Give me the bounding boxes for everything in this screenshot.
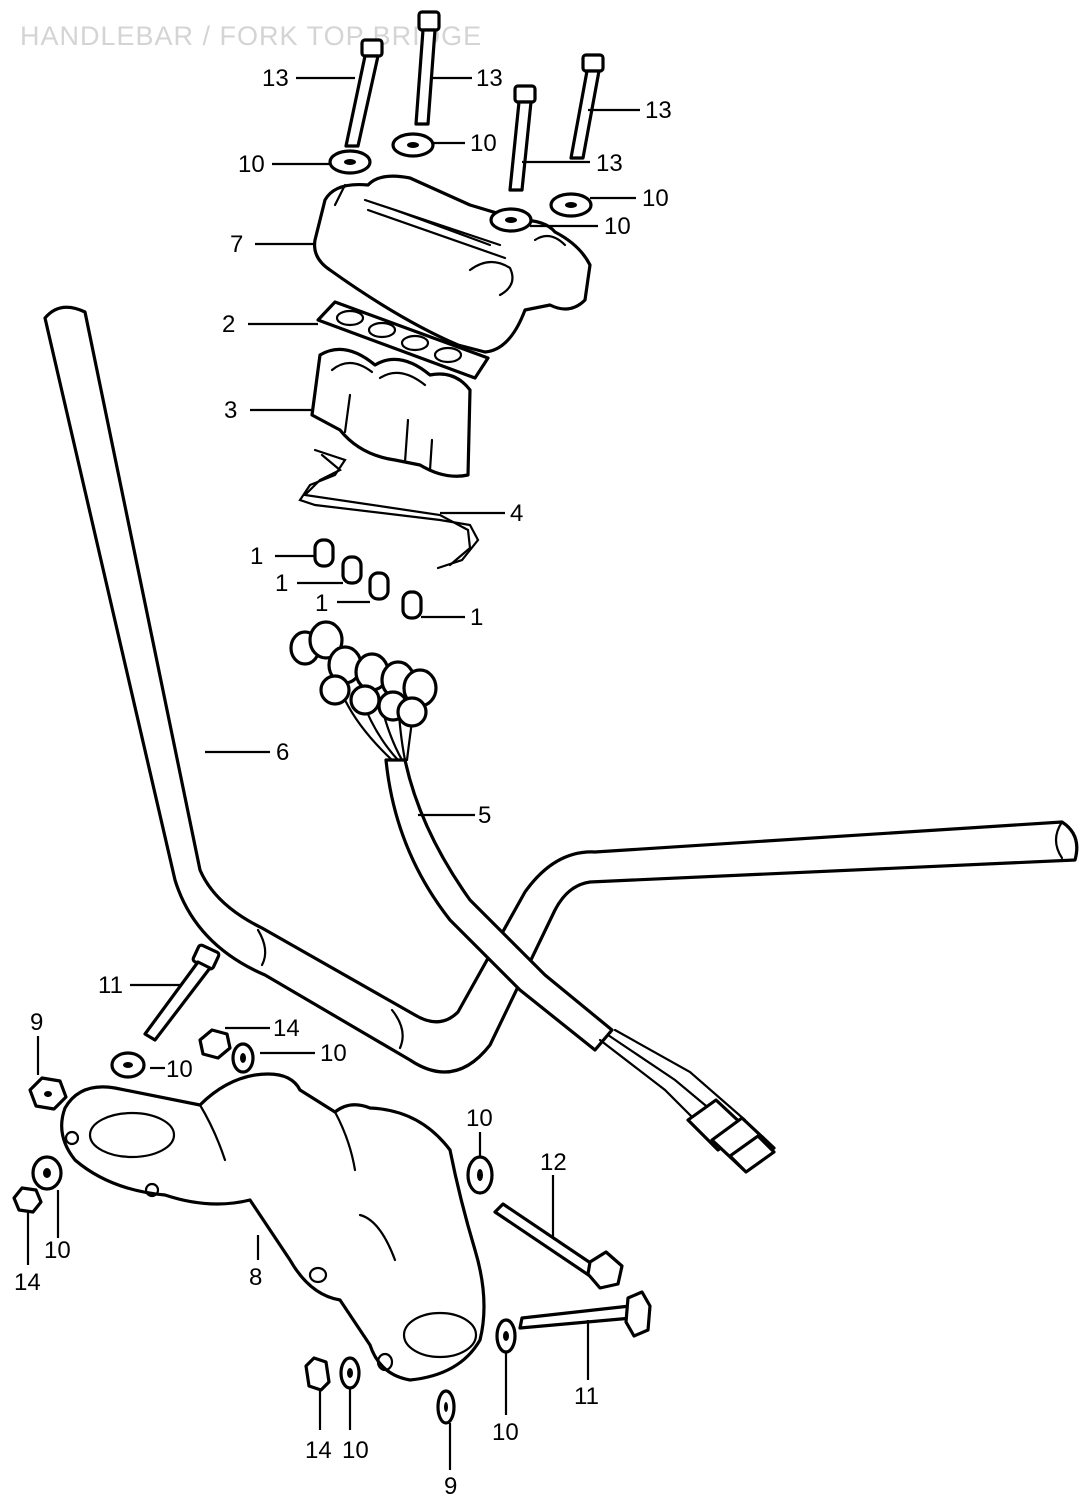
callout-10: 10 bbox=[166, 1056, 193, 1083]
bolts-part-13 bbox=[344, 10, 605, 192]
callout-10: 10 bbox=[470, 130, 497, 157]
bolt-part-11-lower bbox=[518, 1290, 652, 1338]
wire-clip-part-4 bbox=[298, 448, 480, 570]
gasket-part-2 bbox=[316, 300, 490, 380]
callout-2: 2 bbox=[222, 311, 235, 338]
callout-9: 9 bbox=[30, 1009, 43, 1036]
nut-part-14-upper bbox=[198, 1028, 232, 1060]
callout-13: 13 bbox=[596, 150, 623, 177]
callout-10: 10 bbox=[238, 151, 265, 178]
bulbs-part-1 bbox=[313, 538, 423, 620]
bolt-part-11-upper-left bbox=[143, 943, 221, 1042]
bolt-part-12 bbox=[493, 1202, 624, 1290]
callout-6: 6 bbox=[276, 739, 289, 766]
callout-5: 5 bbox=[478, 802, 491, 829]
handlebar-part-6 bbox=[43, 305, 1079, 1074]
callout-10: 10 bbox=[342, 1437, 369, 1464]
callout-1: 1 bbox=[275, 570, 288, 597]
callout-3: 3 bbox=[224, 397, 237, 424]
callout-14: 14 bbox=[305, 1437, 332, 1464]
washer-part-10-lower-group bbox=[31, 1042, 517, 1390]
callout-10: 10 bbox=[320, 1040, 347, 1067]
callout-14: 14 bbox=[14, 1269, 41, 1296]
callout-10: 10 bbox=[44, 1237, 71, 1264]
callout-1: 1 bbox=[470, 604, 483, 631]
callout-10: 10 bbox=[642, 185, 669, 212]
callout-labels: 13 13 13 13 10 10 10 10 7 2 3 4 1 1 1 1 … bbox=[14, 65, 672, 1500]
callout-14: 14 bbox=[273, 1015, 300, 1042]
callout-13: 13 bbox=[645, 97, 672, 124]
nuts-part-14-lower bbox=[12, 1186, 331, 1392]
callout-10: 10 bbox=[466, 1105, 493, 1132]
callout-12: 12 bbox=[540, 1149, 567, 1176]
callout-4: 4 bbox=[510, 500, 523, 527]
callout-7: 7 bbox=[230, 231, 243, 258]
leader-lines bbox=[26, 76, 640, 1470]
callout-11: 11 bbox=[98, 972, 123, 999]
callout-11: 11 bbox=[574, 1383, 599, 1410]
callout-9: 9 bbox=[444, 1473, 457, 1500]
nuts-part-9 bbox=[28, 1076, 456, 1425]
washers-part-10-upper bbox=[328, 132, 593, 233]
callout-10: 10 bbox=[492, 1419, 519, 1446]
callout-10: 10 bbox=[604, 213, 631, 240]
indicator-case-part-3 bbox=[310, 347, 472, 478]
callout-1: 1 bbox=[315, 590, 328, 617]
diagram-title-watermark: HANDLEBAR / FORK TOP BRIDGE bbox=[20, 21, 482, 51]
fork-top-bridge-part-8 bbox=[60, 1072, 486, 1382]
callout-1: 1 bbox=[250, 543, 263, 570]
wire-harness-part-5 bbox=[343, 698, 776, 1174]
callout-8: 8 bbox=[249, 1264, 262, 1291]
callout-13: 13 bbox=[476, 65, 503, 92]
callout-13: 13 bbox=[262, 65, 289, 92]
bulb-sockets-group bbox=[289, 620, 438, 728]
